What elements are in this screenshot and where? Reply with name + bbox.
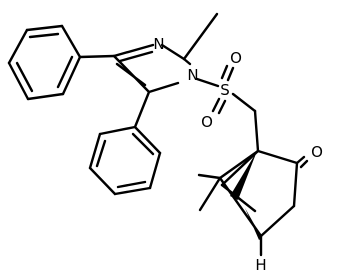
wedge-bond — [245, 208, 262, 240]
bond — [28, 32, 60, 39]
wedge-bond — [230, 151, 257, 200]
bond — [25, 24, 64, 32]
atom-label-o: O — [311, 143, 323, 161]
bond — [61, 55, 82, 96]
bonds — [7, 12, 309, 257]
atom-labels: N N S O O O H — [153, 35, 323, 274]
bond — [116, 180, 147, 189]
bond — [211, 97, 221, 113]
bond — [234, 194, 257, 213]
bond — [118, 50, 154, 63]
bond — [292, 161, 299, 208]
atom-label-o: O — [230, 49, 242, 67]
atom-label-s: S — [220, 81, 230, 99]
atom-label-n: N — [187, 66, 198, 84]
bond — [7, 61, 30, 101]
bond — [113, 186, 152, 196]
bond — [131, 132, 155, 156]
bond — [231, 92, 257, 113]
bond — [88, 132, 102, 170]
bond — [195, 77, 220, 88]
bond — [115, 62, 147, 87]
bond — [88, 166, 117, 196]
bond — [197, 173, 222, 180]
bond — [198, 176, 222, 212]
bond — [220, 149, 260, 187]
bond — [295, 155, 306, 165]
bond — [15, 61, 34, 93]
bond — [299, 159, 309, 169]
bond — [56, 55, 74, 89]
bond — [7, 28, 29, 65]
bond — [226, 66, 235, 82]
bond — [133, 90, 151, 129]
bond — [182, 57, 192, 66]
bond — [133, 125, 162, 155]
bond — [160, 43, 186, 61]
bond — [253, 109, 260, 153]
bond — [95, 139, 107, 168]
atom-label-n: N — [153, 35, 164, 53]
atom-label-h: H — [255, 256, 266, 274]
bond — [259, 204, 296, 238]
bond — [98, 125, 137, 136]
bond — [26, 92, 65, 101]
bond — [148, 151, 162, 190]
bond — [60, 24, 82, 59]
bond — [220, 64, 229, 80]
bond — [217, 99, 227, 115]
bond — [182, 12, 219, 61]
atom-label-o: O — [201, 113, 213, 131]
bond — [112, 43, 155, 58]
bond — [78, 54, 116, 59]
bond — [256, 149, 299, 165]
bond — [147, 81, 180, 94]
